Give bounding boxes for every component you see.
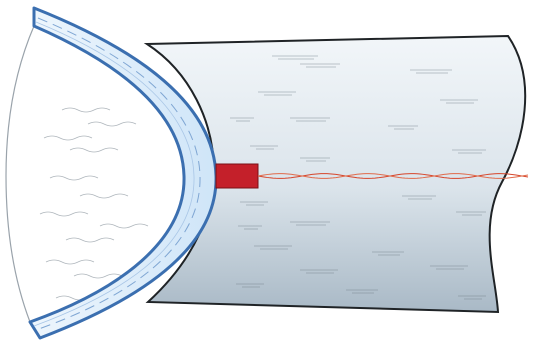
interior-wave <box>87 121 137 127</box>
interior-wave <box>65 237 115 243</box>
interior-wave <box>79 193 129 199</box>
interior-wave <box>45 259 95 265</box>
curved-lens <box>28 6 218 340</box>
interior-wave <box>69 147 119 153</box>
lens-inner-line <box>35 17 201 331</box>
sensor-wire <box>257 173 529 179</box>
red-sensor-block <box>215 163 259 189</box>
interior-wave <box>43 135 93 141</box>
interior-wave <box>61 107 111 113</box>
interior-wave <box>73 273 123 279</box>
lens-inner-line <box>33 21 195 327</box>
interior-wave <box>99 223 149 229</box>
cylinder-texture <box>230 55 486 300</box>
interior-wave <box>49 175 99 181</box>
interior-wave <box>39 211 89 217</box>
